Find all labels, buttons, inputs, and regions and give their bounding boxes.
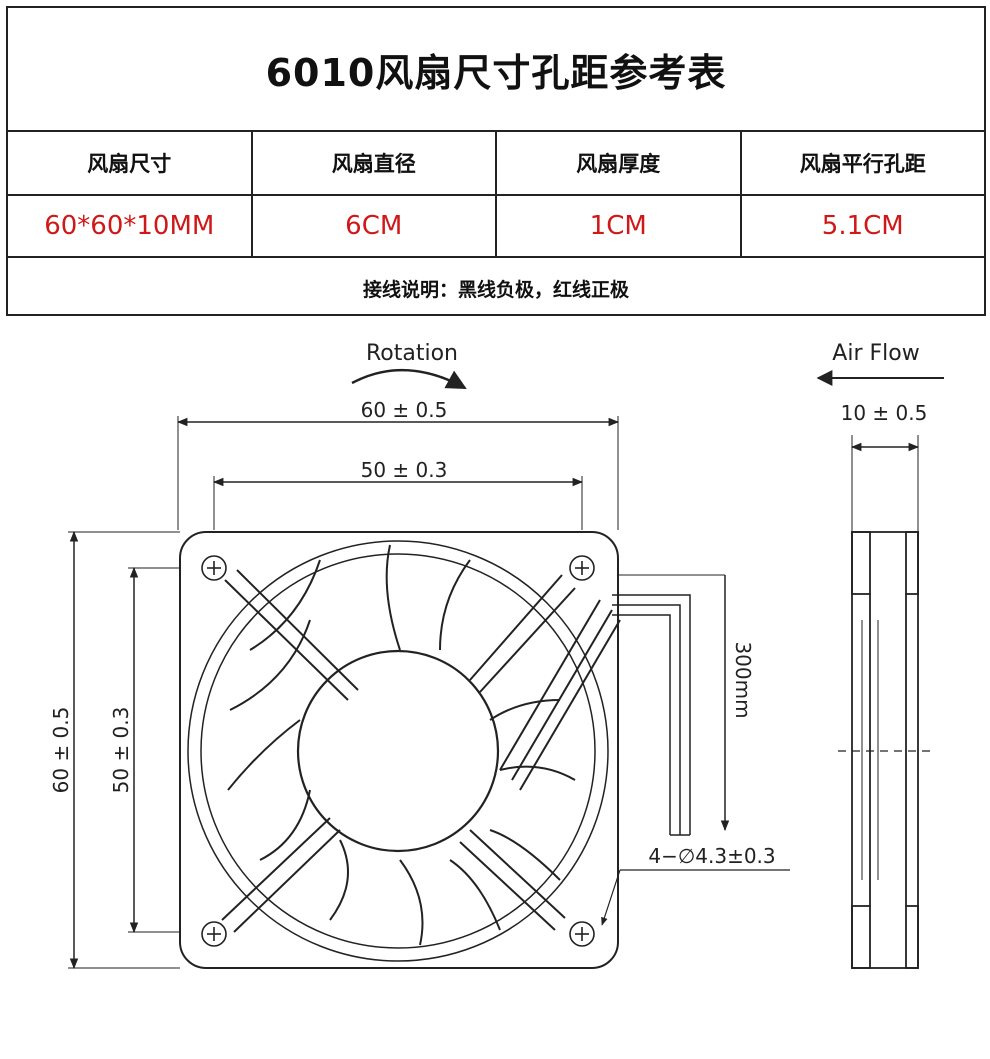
table-value-row: 60*60*10MM 6CM 1CM 5.1CM (8, 196, 984, 258)
height-hole-label: 50 ± 0.3 (109, 707, 133, 794)
table-title-row: 6010风扇尺寸孔距参考表 (8, 8, 984, 132)
value-diameter: 6CM (253, 196, 497, 256)
fan-front-view (179, 531, 621, 969)
spec-table: 6010风扇尺寸孔距参考表 风扇尺寸 风扇直径 风扇厚度 风扇平行孔距 60*6… (6, 6, 986, 316)
mounting-hole-icon (569, 555, 595, 581)
table-header-row: 风扇尺寸 风扇直径 风扇厚度 风扇平行孔距 (8, 132, 984, 196)
rotation-label: Rotation (366, 341, 458, 366)
fan-side-view (851, 531, 919, 969)
table-title: 6010风扇尺寸孔距参考表 (265, 50, 727, 95)
hole-spec-leader (601, 869, 621, 926)
header-thickness: 风扇厚度 (497, 132, 742, 194)
hole-spec-label: 4−∅4.3±0.3 (648, 844, 775, 868)
thickness-label: 10 ± 0.5 (841, 401, 928, 425)
fan-cable (612, 594, 691, 836)
height-outer-label: 60 ± 0.5 (49, 707, 73, 794)
mounting-hole-icon (201, 921, 227, 947)
rotation-arrow-icon (351, 369, 467, 390)
value-thickness: 1CM (497, 196, 742, 256)
mounting-hole-icon (569, 921, 595, 947)
mounting-hole-icon (201, 555, 227, 581)
cable-length-label: 300mm (731, 641, 755, 718)
width-outer-label: 60 ± 0.5 (361, 398, 448, 422)
value-size: 60*60*10MM (8, 196, 253, 256)
fan-technical-drawing: Rotation 60 ± 0.5 50 ± 0.3 60 ± 0.5 50 ±… (49, 341, 944, 970)
header-diameter: 风扇直径 (253, 132, 497, 194)
header-hole-spacing: 风扇平行孔距 (799, 152, 926, 176)
header-size: 风扇尺寸 (8, 132, 253, 194)
value-hole-spacing: 5.1CM (821, 211, 904, 241)
width-hole-label: 50 ± 0.3 (361, 458, 448, 482)
mounting-holes (201, 555, 595, 947)
wiring-note: 接线说明：黑线负极，红线正极 (362, 278, 629, 301)
airflow-label: Air Flow (832, 341, 919, 366)
